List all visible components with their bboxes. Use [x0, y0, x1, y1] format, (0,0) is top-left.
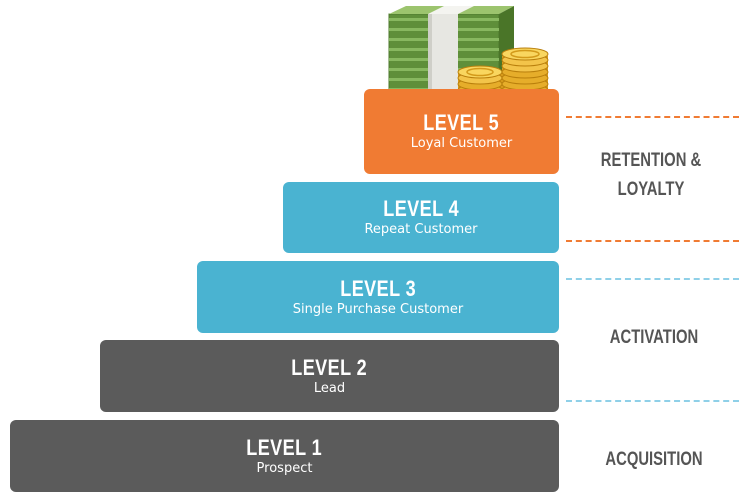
- level-3-block: LEVEL 3 Single Purchase Customer: [197, 261, 559, 333]
- level-2-block: LEVEL 2 Lead: [100, 340, 559, 412]
- level-5-subtitle: Loyal Customer: [410, 136, 513, 151]
- level-1-title: LEVEL 1: [246, 434, 323, 460]
- level-4-block: LEVEL 4 Repeat Customer: [283, 182, 559, 253]
- divider-retention-top: [566, 116, 739, 118]
- divider-activation-bottom: [566, 400, 739, 402]
- level-1-block: LEVEL 1 Prospect: [10, 420, 559, 492]
- stage-label-activation: ACTIVATION: [589, 323, 719, 352]
- stage-retention-line2: LOYALTY: [617, 179, 685, 200]
- level-2-subtitle: Lead: [313, 380, 346, 396]
- stage-label-acquisition: ACQUISITION: [589, 445, 719, 474]
- divider-activation-top: [566, 278, 739, 280]
- level-5-title: LEVEL 5: [423, 110, 500, 135]
- stage-acquisition-text: ACQUISITION: [605, 449, 703, 470]
- level-4-subtitle: Repeat Customer: [364, 222, 478, 237]
- level-4-title: LEVEL 4: [383, 196, 459, 221]
- stage-activation-text: ACTIVATION: [609, 327, 699, 348]
- level-3-subtitle: Single Purchase Customer: [292, 301, 464, 317]
- divider-retention-bottom: [566, 240, 739, 242]
- level-1-subtitle: Prospect: [256, 460, 313, 476]
- stage-label-retention-loyalty: RETENTION & LOYALTY: [586, 146, 716, 204]
- level-2-title: LEVEL 2: [291, 354, 368, 380]
- stage-retention-line1: RETENTION &: [600, 150, 702, 171]
- level-3-title: LEVEL 3: [340, 275, 416, 301]
- level-5-block: LEVEL 5 Loyal Customer: [364, 89, 559, 174]
